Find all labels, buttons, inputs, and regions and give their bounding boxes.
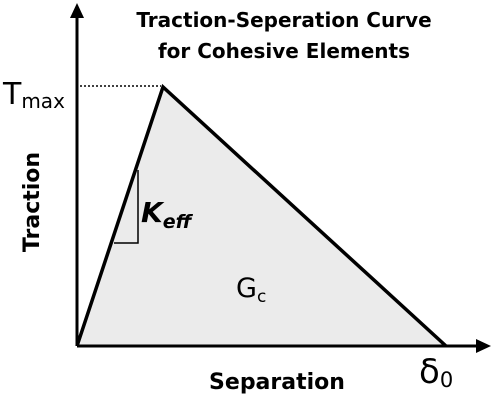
- g-c-label: Gc: [236, 273, 266, 307]
- k-eff-slope-triangle: [114, 170, 139, 244]
- title-line-1: Traction-Seperation Curve: [136, 8, 431, 32]
- k-eff-label: Keff: [141, 196, 194, 233]
- k-eff-subscript: eff: [163, 211, 194, 233]
- t-max-label: Tmax: [2, 77, 65, 113]
- y-axis-arrowhead: [70, 3, 84, 18]
- g-c-subscript: c: [257, 287, 266, 307]
- x-axis-arrowhead: [476, 339, 491, 353]
- x-axis-label: Separation: [209, 370, 345, 395]
- energy-area: [77, 87, 446, 346]
- y-axis-label: Traction: [20, 152, 45, 252]
- t-max-subscript: max: [21, 89, 65, 113]
- delta-subscript: 0: [440, 368, 453, 392]
- delta-0-label: δ0: [419, 352, 453, 392]
- title-line-2: for Cohesive Elements: [158, 39, 410, 63]
- delta-main: δ: [419, 352, 440, 392]
- t-max-main: T: [2, 77, 22, 112]
- g-c-main: G: [236, 273, 257, 304]
- k-eff-main: K: [141, 196, 165, 229]
- traction-separation-curve: [75, 83, 448, 348]
